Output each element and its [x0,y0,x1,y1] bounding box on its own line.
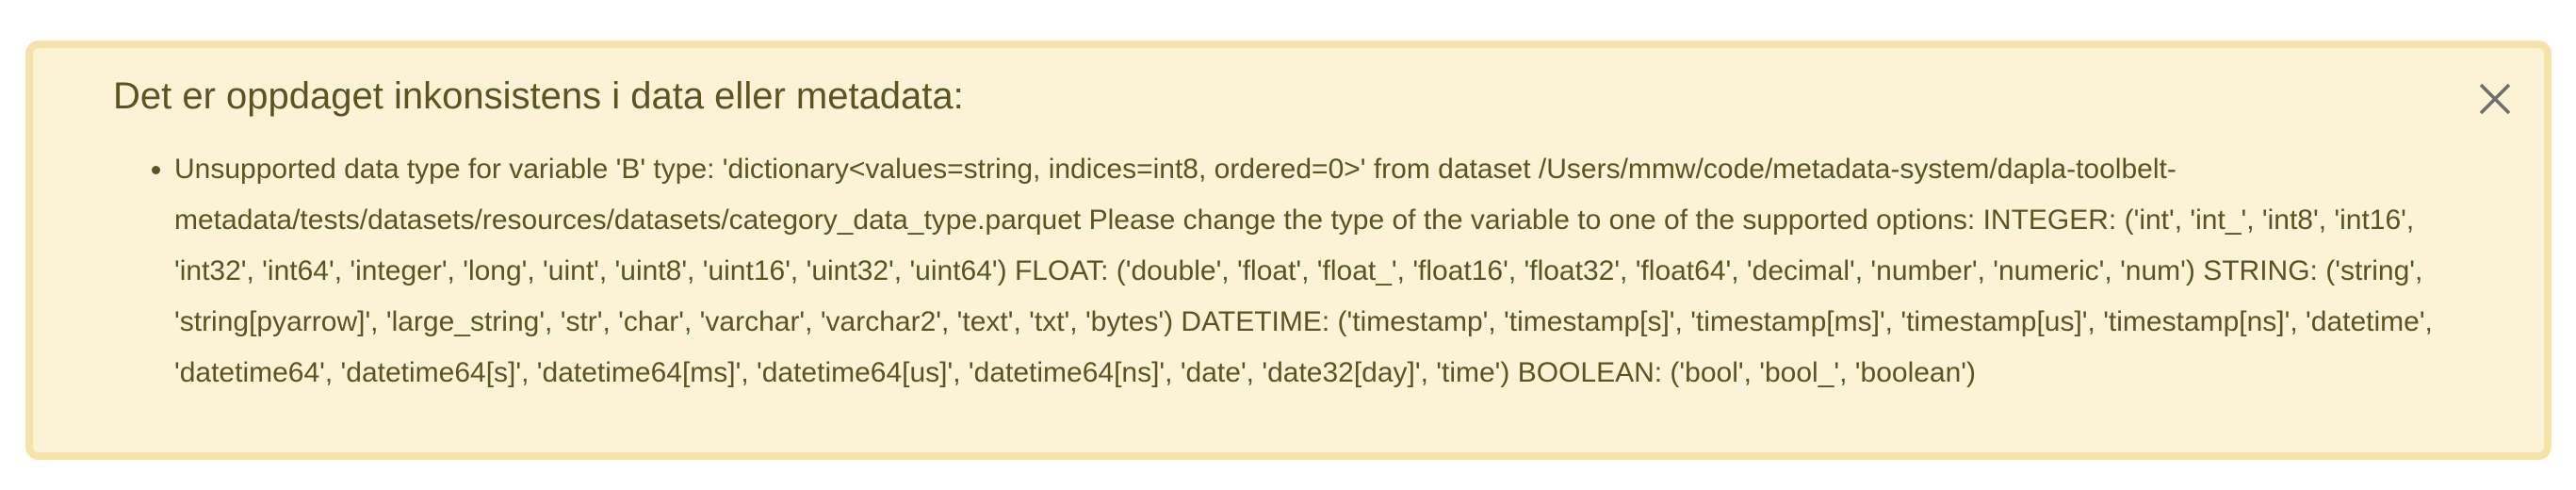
alert-title: Det er oppdaget inkonsistens i data elle… [113,75,964,117]
warning-alert: Det er oppdaget inkonsistens i data elle… [25,41,2552,460]
close-icon [2479,83,2511,115]
close-button[interactable] [2472,76,2518,122]
alert-message-item: Unsupported data type for variable 'B' t… [174,144,2450,399]
alert-message-list: Unsupported data type for variable 'B' t… [113,144,2450,399]
